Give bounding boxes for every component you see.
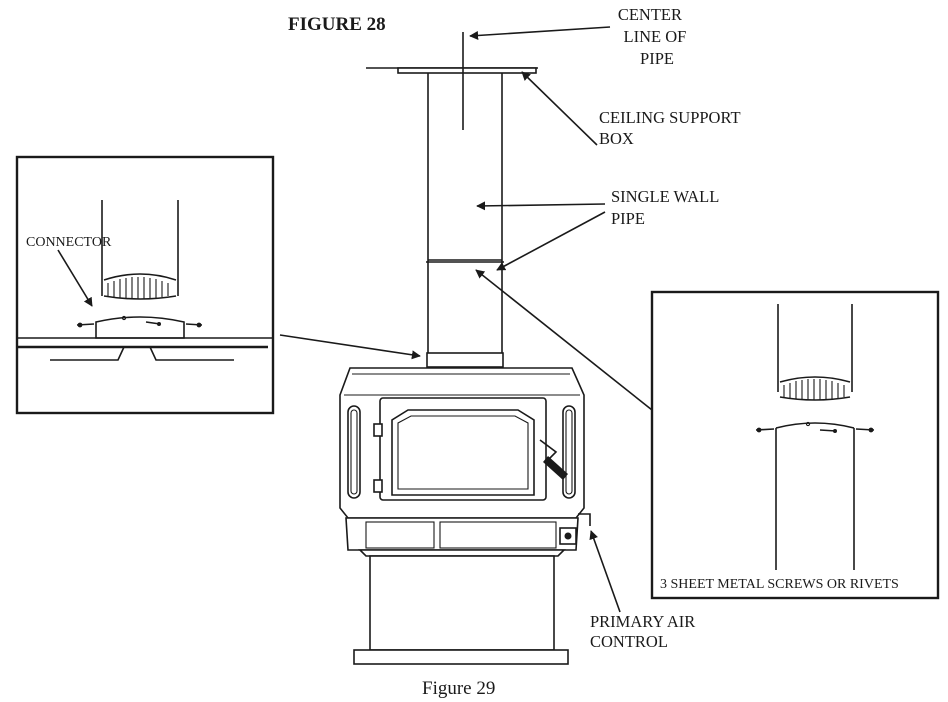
connector-detail-inset: [15, 155, 275, 415]
screws-label: 3 SHEET METAL SCREWS OR RIVETS: [660, 577, 899, 592]
figure-title: FIGURE 28: [288, 14, 386, 35]
leader-arrows: [57, 26, 653, 613]
primary-air-control-label: PRIMARY AIR CONTROL: [590, 612, 699, 651]
screws-detail-inset: 3 SHEET METAL SCREWS OR RIVETS: [650, 290, 940, 600]
single-wall-pipe: [426, 73, 504, 368]
center-line-label: CENTER LINE OF PIPE: [618, 5, 691, 68]
single-wall-pipe-label: SINGLE WALL PIPE: [611, 187, 723, 228]
figure-caption: Figure 29: [422, 678, 495, 699]
ceiling-support-box-label: CEILING SUPPORT BOX: [599, 108, 744, 148]
wood-stove: [339, 367, 591, 665]
ceiling-support-box: [366, 67, 538, 74]
connector-label: CONNECTOR: [26, 235, 112, 250]
